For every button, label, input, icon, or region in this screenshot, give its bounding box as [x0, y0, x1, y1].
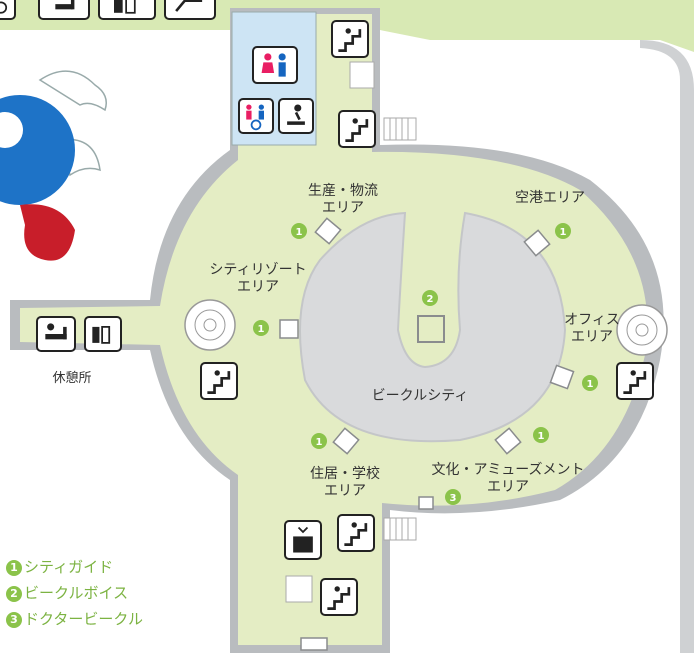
stairs-icon — [338, 110, 376, 148]
spiral-stair-right — [616, 304, 668, 356]
stairs-icon — [331, 20, 369, 58]
stairs-icon — [200, 362, 238, 400]
area-label-airport: 空港エリア — [515, 190, 585, 206]
right-wall — [640, 40, 694, 653]
area-label-office: オフィスエリア — [564, 312, 620, 345]
baby-changing-icon — [278, 98, 314, 134]
rest-area-icon — [36, 316, 76, 352]
marker-1: 1 — [587, 379, 594, 390]
marker-1: 1 — [560, 227, 567, 238]
area-label-residence: 住居・学校エリア — [310, 466, 380, 499]
vending-icon — [98, 0, 156, 20]
mascot-illustration — [0, 70, 107, 261]
restroom-icon — [252, 46, 298, 84]
area-label-city-resort: シティリゾートエリア — [209, 262, 307, 295]
guide-markers — [253, 223, 598, 505]
marker-2: 2 — [427, 294, 434, 305]
area-label-rest: 休憩所 — [52, 371, 92, 386]
rest-area-icon — [164, 0, 216, 20]
marker-3: 3 — [450, 493, 457, 504]
elevator-icon — [284, 520, 322, 560]
vehicle-city-hall — [299, 211, 567, 443]
rest-area-icon — [38, 0, 90, 20]
marker-1: 1 — [258, 324, 265, 335]
marker-1: 1 — [538, 431, 545, 442]
vending-icon — [84, 316, 122, 352]
accessible-restroom-icon — [238, 98, 274, 134]
area-label-production: 生産・物流エリア — [308, 183, 378, 216]
area-label-vehicle-city: ビークルシティ — [371, 388, 469, 404]
stairs-icon — [337, 514, 375, 552]
area-label-culture: 文化・アミューズメントエリア — [431, 462, 585, 495]
accessible-icon — [0, 0, 16, 20]
marker-1: 1 — [316, 437, 323, 448]
stairs-icon — [616, 362, 654, 400]
marker-1: 1 — [296, 227, 303, 238]
spiral-stair-left — [184, 299, 236, 351]
stairs-icon — [320, 578, 358, 616]
